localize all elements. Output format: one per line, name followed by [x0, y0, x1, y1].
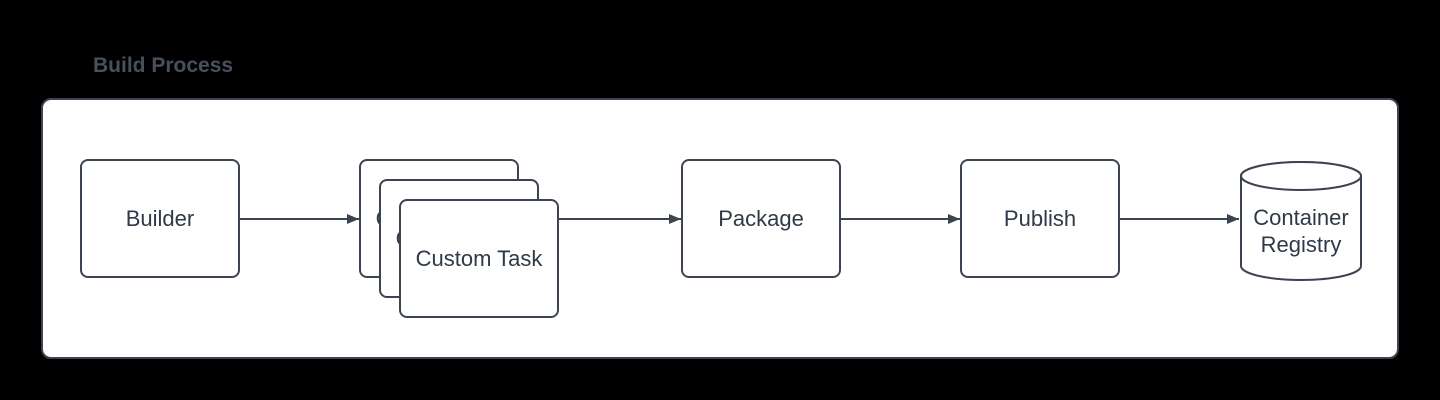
edge-publish-to-container-registry[interactable] [1120, 214, 1239, 224]
diagram-title: Build Process [93, 54, 234, 77]
node-custom-task-card-front[interactable]: Custom Task [399, 199, 559, 318]
edge-builder-to-custom-task[interactable] [240, 214, 359, 224]
arrowhead-icon [347, 214, 359, 224]
node-container-registry[interactable]: Container Registry [1239, 160, 1363, 282]
arrowhead-icon [948, 214, 960, 224]
cylinder-icon [1240, 161, 1362, 281]
node-package[interactable]: Package [681, 159, 841, 278]
edge-package-to-publish[interactable] [841, 214, 960, 224]
node-builder[interactable]: Builder [80, 159, 240, 278]
node-container-registry-label: Container Registry [1253, 205, 1349, 257]
edge-custom-task-to-package[interactable] [559, 214, 681, 224]
arrowhead-icon [669, 214, 681, 224]
node-package-label: Package [718, 206, 804, 231]
node-publish[interactable]: Publish [960, 159, 1120, 278]
node-publish-label: Publish [1003, 206, 1077, 231]
node-custom-task-label: Custom Task [415, 246, 543, 271]
node-builder-label: Builder [125, 206, 195, 231]
arrowhead-icon [1227, 214, 1239, 224]
